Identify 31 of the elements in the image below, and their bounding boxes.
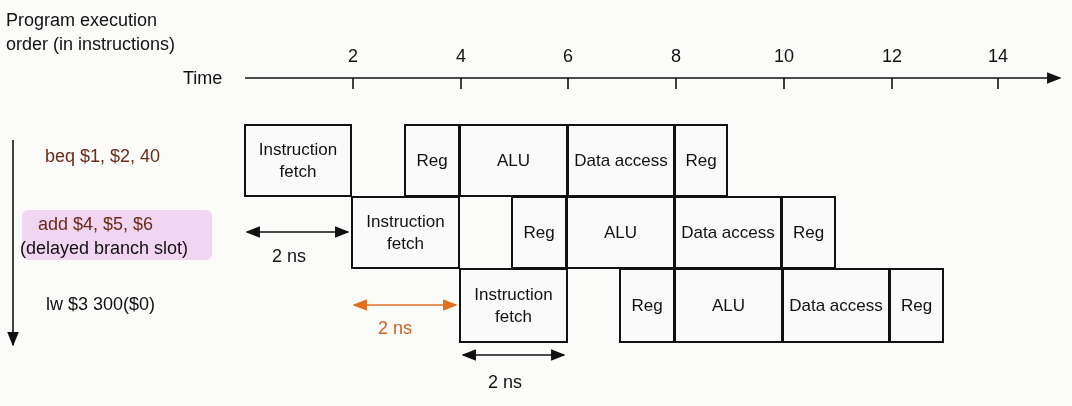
pipeline-stage-box: Data access	[782, 268, 890, 343]
pipeline-stage-box: Reg	[781, 196, 836, 269]
pipeline-stage-box: Reg	[889, 268, 944, 343]
pipeline-stage-box: ALU	[459, 124, 568, 197]
tick-label: 6	[563, 45, 573, 68]
dimension-label: 2 ns	[378, 317, 413, 340]
pipeline-stage-box: Instruction fetch	[351, 196, 460, 269]
instruction-note: (delayed branch slot)	[20, 237, 189, 260]
pipeline-stage-box: ALU	[674, 268, 783, 343]
pipeline-stage-box: Reg	[511, 196, 567, 269]
pipeline-stage-box: Reg	[404, 124, 460, 197]
pipeline-stage-box: ALU	[566, 196, 675, 269]
tick-label: 4	[456, 45, 466, 68]
dimension-label: 2 ns	[272, 245, 307, 268]
instruction-text: add $4, $5, $6	[38, 213, 154, 236]
tick-label: 2	[348, 45, 358, 68]
pipeline-stage-box: Data access	[567, 124, 675, 197]
axis-label: Time	[183, 67, 223, 90]
pipeline-stage-box: Reg	[674, 124, 728, 197]
pipeline-stage-box: Reg	[619, 268, 675, 343]
axis-title: Program execution order (in instructions)	[6, 9, 176, 56]
dimension-label: 2 ns	[488, 371, 523, 394]
pipeline-stage-box: Instruction fetch	[459, 268, 568, 343]
instruction-text: lw $3 300($0)	[46, 293, 156, 316]
tick-label: 10	[774, 45, 795, 68]
tick-label: 12	[882, 45, 903, 68]
pipeline-stage-box: Instruction fetch	[244, 124, 352, 197]
tick-label: 8	[671, 45, 681, 68]
instruction-text: beq $1, $2, 40	[45, 145, 161, 168]
tick-label: 14	[988, 45, 1009, 68]
pipeline-stage-box: Data access	[674, 196, 782, 269]
